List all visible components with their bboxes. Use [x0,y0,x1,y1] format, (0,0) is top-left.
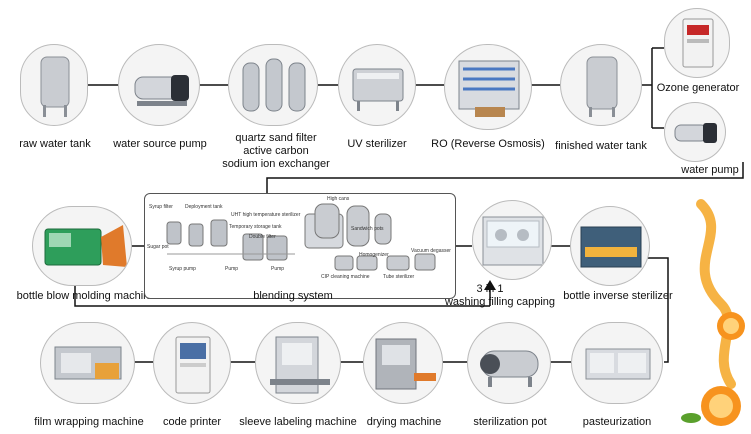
blending-label-uht: UHT high temperature sterilizer [231,212,301,218]
bottle-inverse-sterilizer-image [570,206,650,286]
blending-label-vacuum-degasser: Vacuum degasser [411,248,451,254]
blending-label-temp-storage: Temporary storage tank [229,224,282,230]
blending-label-syrup-filter: Syrup filter [149,204,173,210]
sleeve-labeling-label: sleeve labeling machine [239,416,357,428]
connector-drop [266,162,744,194]
uv-sterilizer-image [338,44,416,126]
washing-filling-capping-label-2: washing filling capping [444,296,556,308]
quartz-sand-filter-image [228,44,318,126]
washing-filling-capping-image [472,200,552,280]
blending-label-sugar-pot: Sugar pot [147,244,169,250]
raw-water-tank-image [20,44,88,126]
blending-label-syrup-pump: Syrup pump [169,266,196,272]
juice-splash-decoration [681,199,745,426]
washing-filling-capping-label-1: 3 in 1 [476,283,504,295]
film-wrapping-label: film wrapping machine [34,416,144,428]
blending-label-double-filter: Double filter [249,234,276,240]
ro-label: RO (Reverse Osmosis) [431,138,545,150]
blending-label-tube-sterilizer: Tube sterilizer [383,274,415,280]
finished-water-tank-label: finished water tank [555,140,647,152]
finished-water-tank-image [560,44,642,126]
connector-drop2 [648,257,669,363]
blending-label-high-cans: High cans [327,196,350,202]
drying-machine-image [363,322,443,404]
blending-label-cip: CIP cleaning machine [321,274,370,280]
blending-label-homogenizer: Homogenizer [359,252,389,258]
blending-system-label: blending system [253,290,333,302]
sterilization-pot-image [467,322,551,404]
water-source-pump-label: water source pump [113,138,207,150]
drying-machine-label: drying machine [366,416,442,428]
ozone-generator-label: Ozone generator [656,82,740,94]
up-arrow-icon [484,280,496,290]
code-printer-image [153,322,231,404]
bottle-inverse-sterilizer-label: bottle inverse sterilizer [563,290,673,302]
blending-label-sandwich-pots: Sandwich pots [351,226,384,232]
bottle-blow-molding-label: bottle blow molding machine [16,290,156,302]
blending-label-deployment-tank: Deployment tank [185,204,223,210]
blending-system-panel: Syrup filter Deployment tank UHT high te… [144,193,456,299]
sterilization-pot-label: sterilization pot [473,416,547,428]
water-pump-image [664,102,726,162]
code-printer-label: code printer [162,416,222,428]
water-source-pump-image [118,44,200,126]
blending-label-pump-2: Pump [271,266,285,272]
raw-water-tank-label: raw water tank [19,138,91,150]
sleeve-labeling-image [255,322,341,404]
blending-label-pump-1: Pump [225,266,239,272]
water-pump-label: water pump [681,164,739,176]
quartz-sand-filter-label-2: active carbon [243,145,309,157]
quartz-sand-filter-label-3: sodium ion exchanger [222,158,330,170]
quartz-sand-filter-label-1: quartz sand filter [235,132,317,144]
film-wrapping-image [40,322,135,404]
pasteurization-label: pasteurization [582,416,652,428]
leaf-icon [681,413,701,423]
ozone-generator-image [664,8,730,78]
pasteurization-image [571,322,663,404]
ro-image [444,44,532,130]
uv-sterilizer-label: UV sterilizer [347,138,407,150]
bottle-blow-molding-image [32,206,132,286]
connector-loop [74,285,490,307]
